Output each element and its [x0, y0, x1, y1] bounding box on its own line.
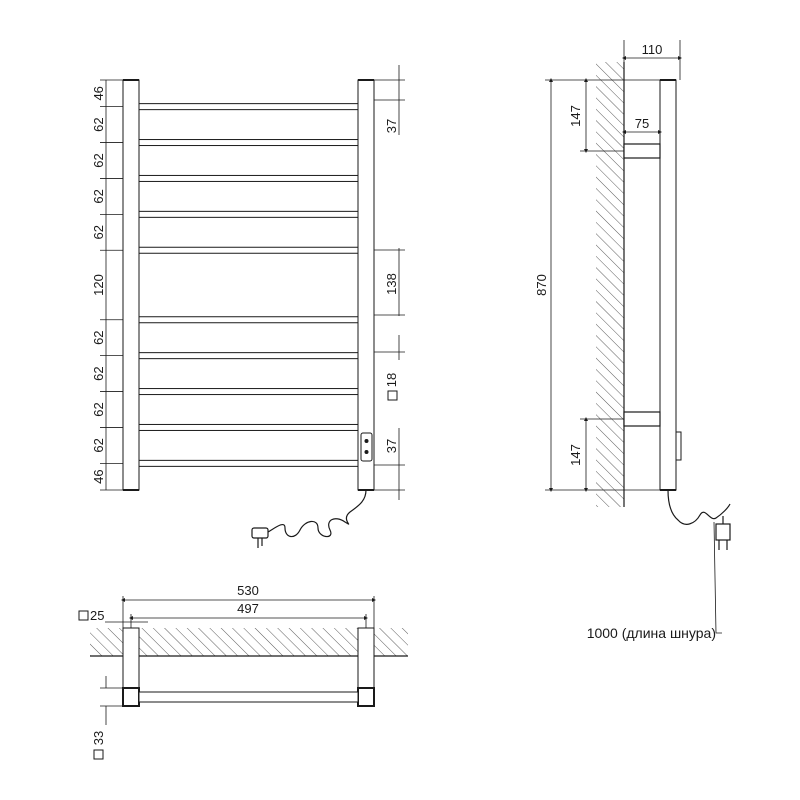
top-wall-hatching	[90, 628, 408, 656]
horizontal-bar	[138, 423, 359, 431]
horizontal-bars	[138, 103, 359, 467]
dim-left-1: 62	[91, 117, 106, 131]
side-post	[659, 79, 677, 491]
horizontal-bar	[138, 174, 359, 182]
thermostat-control	[360, 432, 373, 462]
left-post	[122, 79, 140, 491]
top-bracket	[623, 143, 661, 159]
dim-right-middle: 138	[384, 273, 399, 295]
profile-label: 18	[384, 373, 399, 387]
dim-overall-width: 530	[237, 583, 259, 598]
dim-left-0: 46	[91, 86, 106, 100]
dim-left-7: 62	[91, 366, 106, 380]
horizontal-bar	[138, 246, 359, 254]
cord-length-label: 1000 (длина шнура)	[587, 625, 716, 641]
dim-top-bracket: 147	[568, 105, 583, 127]
dim-bottom-bracket: 147	[568, 444, 583, 466]
power-cord	[267, 489, 367, 538]
dim-bracket-offset: 75	[635, 116, 649, 131]
dim-left-8: 62	[91, 402, 106, 416]
bar-profile-label: 25	[90, 608, 104, 623]
dim-depth: 110	[642, 42, 663, 57]
plug-icon	[251, 527, 269, 548]
dim-left-10: 46	[91, 469, 106, 483]
bar-profile-square-icon	[78, 610, 89, 621]
horizontal-bar	[138, 316, 359, 324]
dim-right-bottom: 37	[384, 439, 399, 453]
top-view: 530 497 25 33	[78, 583, 408, 760]
side-view: 110 75 147 870 147	[534, 40, 731, 641]
horizontal-bar	[138, 210, 359, 218]
post-profile-label: 33	[91, 731, 106, 745]
square-profile-icon	[387, 390, 398, 401]
right-post	[357, 79, 375, 491]
dim-left-6: 62	[91, 330, 106, 344]
dim-left-9: 62	[91, 438, 106, 452]
dim-left-5: 120	[91, 274, 106, 296]
top-horizontal-bar	[138, 691, 359, 703]
dim-height: 870	[534, 274, 549, 296]
dim-center-distance: 497	[237, 601, 259, 616]
horizontal-bar	[138, 388, 359, 396]
dim-left-3: 62	[91, 189, 106, 203]
dim-left-4: 62	[91, 225, 106, 239]
bottom-bracket	[623, 411, 661, 427]
horizontal-bar	[138, 139, 359, 147]
front-view: 46 62 62 62 62 120 62 62 62 62 46 37 138 18 37	[91, 65, 405, 548]
horizontal-bar	[138, 352, 359, 360]
post-profile-square-icon	[93, 749, 104, 760]
horizontal-bar	[138, 459, 359, 467]
horizontal-bar	[138, 103, 359, 111]
wall-hatching	[596, 62, 624, 507]
side-plug-icon	[715, 516, 731, 550]
dim-right-top: 37	[384, 119, 399, 133]
side-power-cord	[667, 489, 731, 525]
dim-left-2: 62	[91, 153, 106, 167]
